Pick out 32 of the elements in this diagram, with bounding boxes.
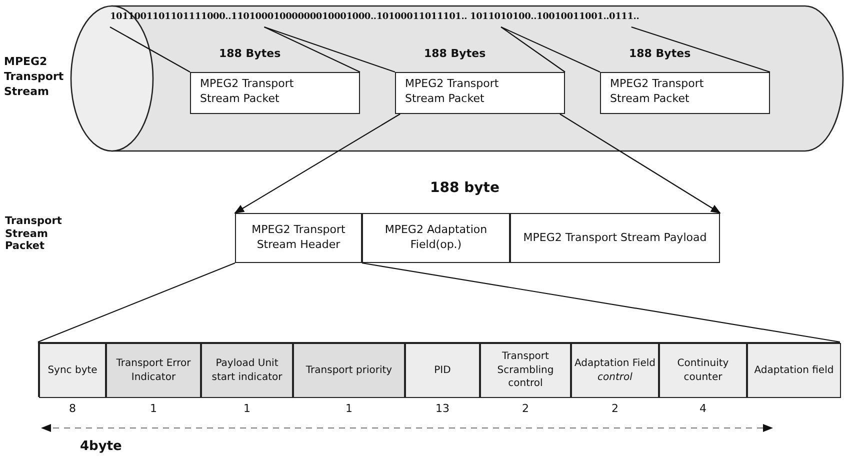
row-heading: Transport Stream Packet bbox=[5, 215, 63, 253]
leader-line bbox=[500, 26, 600, 72]
bit-count: 8 bbox=[68, 402, 77, 417]
leader-line bbox=[264, 26, 396, 73]
leader-line bbox=[110, 26, 190, 72]
bit-count: 1 bbox=[242, 402, 252, 417]
stream-heading: MPEG2 Transport Stream bbox=[4, 55, 65, 100]
leader-line bbox=[631, 26, 770, 73]
packet-label: MPEG2 Transport Stream Packet bbox=[405, 77, 499, 105]
arrow bbox=[560, 114, 721, 214]
leader-line bbox=[500, 26, 566, 72]
packet-label: MPEG2 Transport Stream Packet bbox=[610, 77, 704, 105]
packet-section: MPEG2 Transport Stream Payload bbox=[510, 213, 720, 263]
bit-count: 1 bbox=[149, 402, 158, 417]
bit-count: 13 bbox=[434, 402, 450, 417]
packet-section: MPEG2 Transport Stream Header bbox=[235, 213, 362, 263]
packet-section: MPEG2 Adaptation Field(op.) bbox=[362, 213, 510, 263]
leader-line bbox=[362, 262, 840, 343]
size-label: 188 Bytes bbox=[219, 47, 281, 62]
bit-count: 4 bbox=[698, 402, 708, 417]
bit-count: 1 bbox=[344, 402, 354, 417]
leader-line bbox=[38, 262, 236, 343]
bit-count: 2 bbox=[521, 402, 530, 417]
leader-line bbox=[264, 26, 360, 72]
size-label: 4byte bbox=[80, 438, 122, 456]
size-label: 188 Bytes bbox=[424, 47, 486, 62]
size-label: 188 byte bbox=[430, 179, 500, 198]
size-label: 188 Bytes bbox=[629, 47, 691, 62]
bit-count: 2 bbox=[610, 402, 620, 417]
arrow bbox=[234, 114, 400, 214]
header-field: Adaptation field bbox=[747, 343, 841, 398]
packet-label: MPEG2 Transport Stream Packet bbox=[200, 77, 294, 105]
